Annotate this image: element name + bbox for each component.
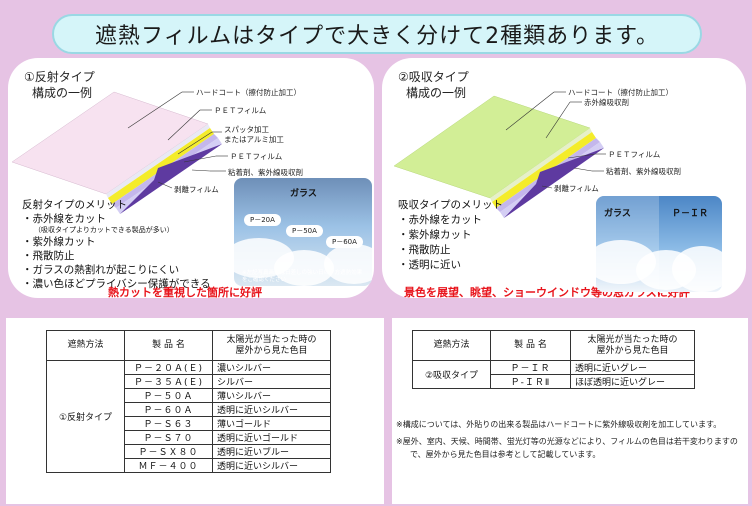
merit-item: ・赤外線をカット <box>22 213 106 225</box>
product-name: Ｐ－２０Ａ(Ｅ) <box>124 360 213 375</box>
absorptive-glass-photo: ガラス Ｐ－ＩＲ <box>596 196 722 292</box>
product-color: 透明に近いシルバー <box>212 458 331 473</box>
absorptive-layer-label: 粘着剤、紫外線吸収剤 <box>606 167 681 176</box>
product-color: ほぼ透明に近いグレー <box>570 374 695 389</box>
reflective-layer-label: またはアルミ加工 <box>224 135 284 144</box>
header-color: 太陽光が当たった時の 屋外から見た色目 <box>212 330 331 361</box>
header-color-line1: 太陽光が当たった時の <box>587 334 678 345</box>
product-tag: P－20A <box>244 214 281 226</box>
product-name: Ｐ－３５Ａ(Ｅ) <box>124 374 213 389</box>
merit-item: ・紫外線カット <box>398 229 472 241</box>
absorptive-layer-diagram <box>393 91 606 218</box>
merit-title: 吸収タイプのメリット <box>398 199 503 211</box>
product-label: Ｐ－ＩＲ <box>672 209 709 219</box>
note-item: ※屋外、室内、天候、時間帯、蛍光灯等の光源などにより、フィルムの色目は若干変わり… <box>396 437 738 459</box>
reflective-caption: 熱カットを重視した箇所に好評 <box>108 286 262 299</box>
absorptive-subheading: 構成の一例 <box>406 86 467 100</box>
product-name: Ｐ－Ｓ６３ <box>124 416 213 431</box>
absorptive-layer-label: ハードコート（擦付防止加工） <box>568 88 673 97</box>
merit-item: ・紫外線カット <box>22 236 96 248</box>
header-method: 遮熱方法 <box>46 330 125 361</box>
header-color: 太陽光が当たった時の 屋外から見た色目 <box>570 330 695 361</box>
product-color: 濃いシルバー <box>212 360 331 375</box>
reflective-glass-photo: ガラス P－20A P－50A P－60A ※左記写真画面は日差しの強い日の夕方… <box>234 178 372 286</box>
header-color-line2: 屋外から見た色目 <box>235 345 308 356</box>
product-name: Ｐ－ＳＸ８０ <box>124 444 213 459</box>
header-color-line1: 太陽光が当たった時の <box>226 334 317 345</box>
absorptive-layer-label: 剥離フィルム <box>554 184 599 193</box>
note-item: ※構成については、外貼りの出来る製品はハードコートに紫外線吸収剤を加工しています… <box>396 420 722 429</box>
method-cell: ①反射タイプ <box>46 360 125 473</box>
merit-item: ・濃い色ほどプライバシー保護ができる <box>22 278 211 290</box>
merit-item: ・ガラスの熱割れが起こりにくい <box>22 264 180 276</box>
method-cell: ②吸収タイプ <box>412 360 491 389</box>
reflective-panel: ①反射タイプ 構成の一例 ハードコート（擦付防止加 <box>8 58 374 299</box>
photo-note: ※左記写真画面は日差しの強い日の夕方遮熱効果をご確認ください <box>242 270 363 283</box>
header-color-line2: 屋外から見た色目 <box>596 345 669 356</box>
merit-title: 反射タイプのメリット <box>22 199 127 211</box>
absorptive-heading: ②吸収タイプ <box>398 70 469 84</box>
reflective-layer-label: 粘着剤、紫外線吸収剤 <box>228 168 303 177</box>
product-color: シルバー <box>212 374 331 389</box>
reflective-layer-label: スパッタ加工 <box>224 125 269 134</box>
reflective-layer-label: ハードコート（擦付防止加工） <box>196 88 301 97</box>
absorptive-layer-label: ＰＥＴフィルム <box>608 150 661 159</box>
product-color: 薄いシルバー <box>212 388 331 403</box>
reflective-layer-label: ＰＥＴフィルム <box>214 106 267 115</box>
product-color: 透明に近いブルー <box>212 444 331 459</box>
reflective-product-table: 遮熱方法 製 品 名 太陽光が当たった時の 屋外から見た色目 ①反射タイプ Ｐ－… <box>46 330 331 473</box>
product-tag: P－50A <box>286 225 323 237</box>
merit-item: ・飛散防止 <box>398 244 451 256</box>
absorptive-product-table: 遮熱方法 製 品 名 太陽光が当たった時の 屋外から見た色目 ②吸収タイプ Ｐ－… <box>412 330 695 389</box>
product-name: Ｐ-ＩＲⅡ <box>490 374 571 389</box>
absorptive-merits: 吸収タイプのメリット ・赤外線をカット ・紫外線カット ・飛散防止 ・透明に近い <box>398 198 503 273</box>
product-name: Ｐ－５０Ａ <box>124 388 213 403</box>
reflective-heading: ①反射タイプ <box>24 70 95 84</box>
header-method: 遮熱方法 <box>412 330 491 361</box>
header-product: 製 品 名 <box>124 330 213 361</box>
reflective-product-table-box: 遮熱方法 製 品 名 太陽光が当たった時の 屋外から見た色目 ①反射タイプ Ｐ－… <box>6 318 384 504</box>
page-title: 遮熱フィルムはタイプで大きく分けて2種類あります。 <box>52 14 702 54</box>
absorptive-layer-label: 赤外線吸収剤 <box>584 98 629 107</box>
product-name: Ｐ－６０Ａ <box>124 402 213 417</box>
reflective-layer-label: ＰＥＴフィルム <box>230 152 283 161</box>
reflective-layer-diagram <box>11 91 228 214</box>
product-tag: P－60A <box>326 236 363 248</box>
absorptive-product-table-box: 遮熱方法 製 品 名 太陽光が当たった時の 屋外から見た色目 ②吸収タイプ Ｐ－… <box>392 318 748 504</box>
merit-note: （吸収タイプよりカットできる製品が多い） <box>34 226 174 234</box>
product-name: ＭＦ－４００ <box>124 458 213 473</box>
notes: ※構成については、外貼りの出来る製品はハードコートに紫外線吸収剤を加工しています… <box>396 418 746 461</box>
product-color: 透明に近いグレー <box>570 360 695 375</box>
merit-item: ・飛散防止 <box>22 250 75 262</box>
product-color: 薄いゴールド <box>212 416 331 431</box>
reflective-merits: 反射タイプのメリット ・赤外線をカット （吸収タイプよりカットできる製品が多い）… <box>22 198 211 291</box>
header-product: 製 品 名 <box>490 330 571 361</box>
glass-label: ガラス <box>290 189 317 199</box>
reflective-layer-label: 剥離フィルム <box>174 185 219 194</box>
merit-item: ・透明に近い <box>398 259 461 271</box>
product-name: Ｐ－Ｓ７０ <box>124 430 213 445</box>
glass-label: ガラス <box>604 209 631 219</box>
merit-item: ・赤外線をカット <box>398 214 482 226</box>
product-color: 透明に近いゴールド <box>212 430 331 445</box>
reflective-subheading: 構成の一例 <box>32 86 93 100</box>
product-color: 透明に近いシルバー <box>212 402 331 417</box>
product-name: Ｐ－ＩＲ <box>490 360 571 375</box>
